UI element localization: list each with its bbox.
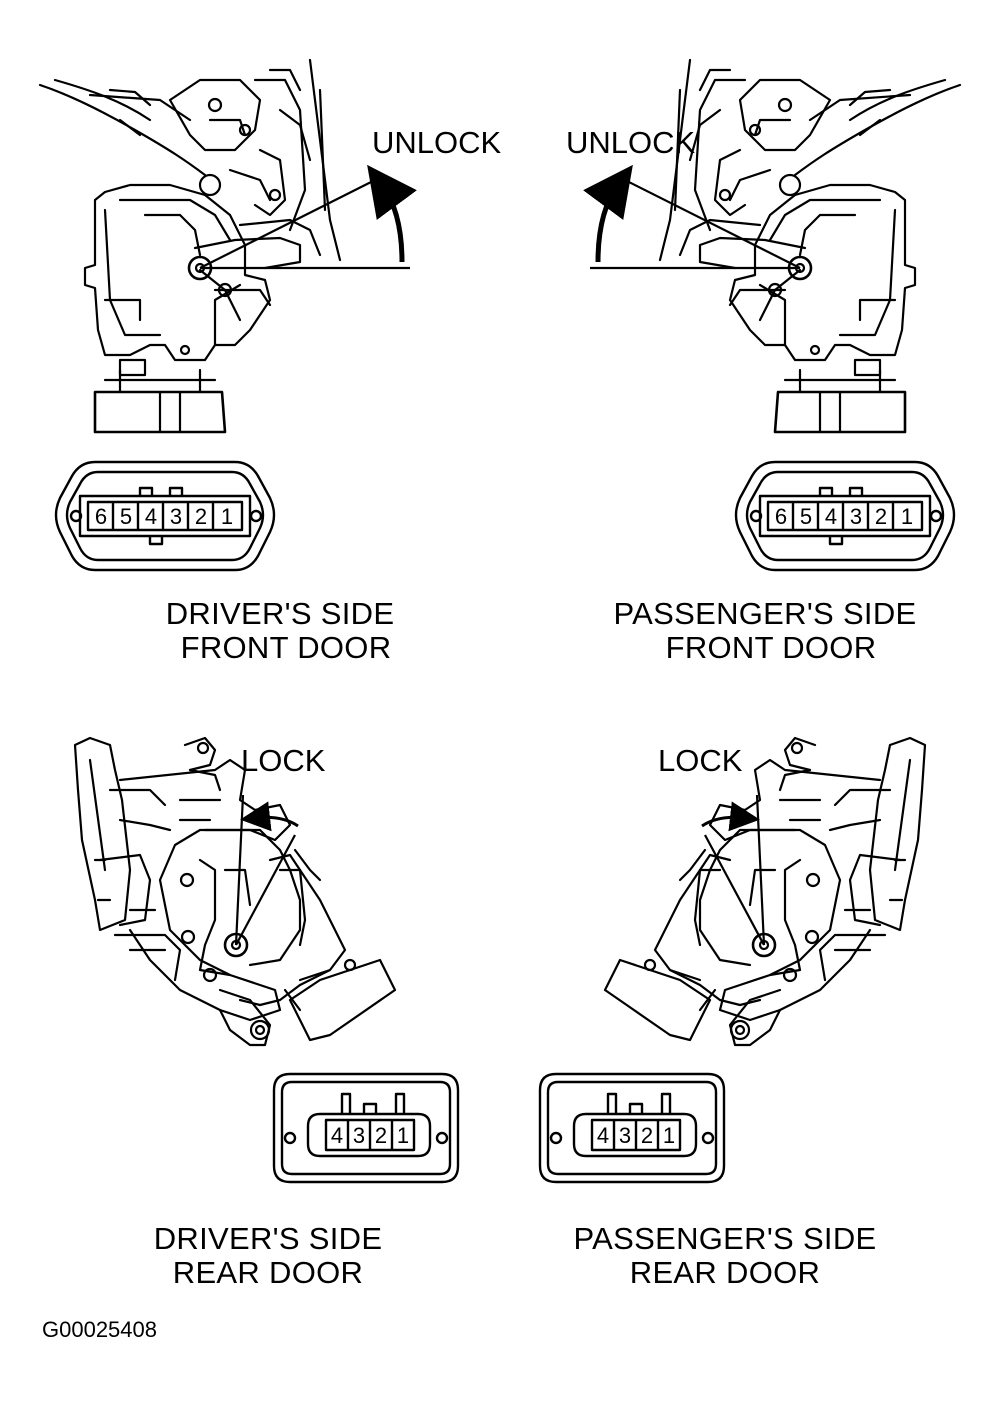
passenger-rear-connector: 4 3 2 1 <box>538 1072 726 1184</box>
passenger-rear-pin-4: 4 <box>597 1123 609 1148</box>
driver-front-pin-1: 1 <box>221 504 233 529</box>
driver-rear-pin-2: 2 <box>375 1123 387 1148</box>
driver-front-pin-2: 2 <box>195 504 207 529</box>
driver-rear-connector: 4 3 2 1 <box>272 1072 460 1184</box>
passenger-rear-actuator <box>603 736 927 1047</box>
driver-front-pin-3: 3 <box>170 504 182 529</box>
driver-rear-lock-label: LOCK <box>241 743 326 778</box>
driver-front-caption-line1: DRIVER'S SIDE <box>165 596 395 631</box>
passenger-front-caption-line1: PASSENGER'S SIDE <box>613 596 917 631</box>
passenger-front-caption-line2: FRONT DOOR <box>665 630 877 665</box>
driver-rear-caption-line1: DRIVER'S SIDE <box>153 1221 383 1256</box>
passenger-front-pin-3: 3 <box>850 504 862 529</box>
driver-rear-pin-3: 3 <box>353 1123 365 1148</box>
driver-front-pin-6: 6 <box>95 504 107 529</box>
driver-front-actuator <box>38 58 417 434</box>
driver-front-pin-5: 5 <box>120 504 132 529</box>
passenger-front-pin-2: 2 <box>875 504 887 529</box>
passenger-rear-caption-line2: REAR DOOR <box>629 1255 821 1290</box>
driver-rear-caption: DRIVER'S SIDE REAR DOOR <box>108 1222 428 1290</box>
driver-front-pin-4: 4 <box>145 504 157 529</box>
passenger-front-connector: 6 5 4 3 2 1 <box>734 460 956 572</box>
driver-rear-caption-line2: REAR DOOR <box>172 1255 364 1290</box>
driver-front-caption-line2: FRONT DOOR <box>180 630 392 665</box>
driver-rear-pin-1: 1 <box>397 1123 409 1148</box>
passenger-rear-lock-label: LOCK <box>658 743 743 778</box>
passenger-front-unlock-label: UNLOCK <box>566 125 696 160</box>
driver-front-unlock-label: UNLOCK <box>372 125 502 160</box>
driver-rear-actuator <box>73 736 397 1047</box>
passenger-front-caption: PASSENGER'S SIDE FRONT DOOR <box>595 597 935 665</box>
driver-front-connector: 6 5 4 3 2 1 <box>54 460 276 572</box>
figure-id: G00025408 <box>42 1317 157 1342</box>
passenger-rear-caption: PASSENGER'S SIDE REAR DOOR <box>555 1222 895 1290</box>
passenger-rear-pin-3: 3 <box>619 1123 631 1148</box>
passenger-front-pin-1: 1 <box>901 504 913 529</box>
passenger-rear-pin-1: 1 <box>663 1123 675 1148</box>
driver-front-caption: DRIVER'S SIDE FRONT DOOR <box>120 597 440 665</box>
passenger-rear-pin-2: 2 <box>641 1123 653 1148</box>
passenger-front-pin-4: 4 <box>825 504 837 529</box>
passenger-rear-caption-line1: PASSENGER'S SIDE <box>573 1221 877 1256</box>
driver-rear-pin-4: 4 <box>331 1123 343 1148</box>
passenger-front-pin-5: 5 <box>800 504 812 529</box>
passenger-front-actuator <box>583 58 962 434</box>
passenger-front-pin-6: 6 <box>775 504 787 529</box>
